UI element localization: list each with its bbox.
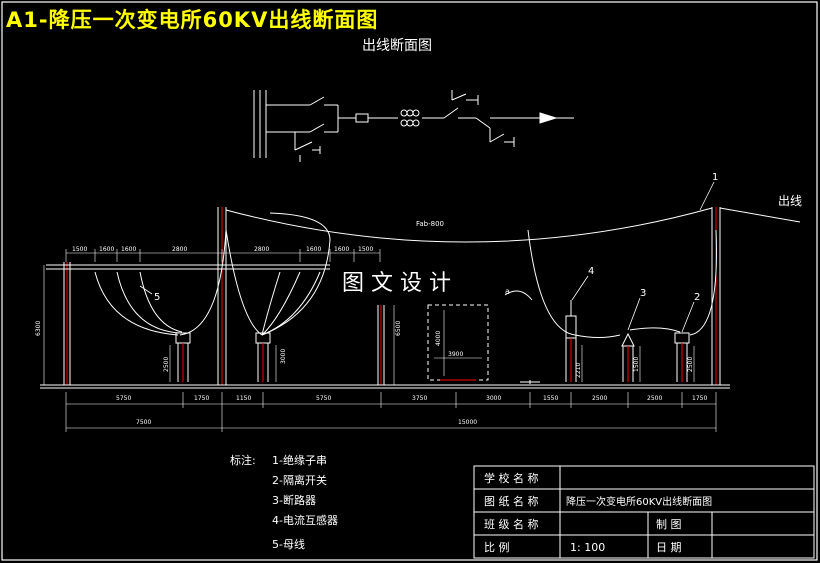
- dim-bottom-5: 3750: [412, 395, 427, 402]
- dim-bottom-8: 2500: [592, 395, 607, 402]
- dim-v-3: 4000: [435, 331, 442, 346]
- dim-top-4: 2800: [172, 246, 187, 253]
- callout-1: 1: [712, 172, 718, 183]
- dim-bottom-9: 2500: [647, 395, 662, 402]
- callout-5: 5: [154, 292, 160, 303]
- watermark-text: 图 文 设 计: [342, 271, 451, 296]
- dim-bottom-10: 1750: [692, 395, 707, 402]
- outgoing-line-label: 出线: [778, 194, 802, 208]
- dim-top-7: 1600: [334, 246, 349, 253]
- dim-v-6: 2210: [575, 363, 582, 378]
- dim-bottom-1: 5750: [116, 395, 131, 402]
- drawing-subtitle: 出线断面图: [362, 38, 432, 54]
- dim-v-4: 2500: [163, 357, 170, 372]
- dim-bottom-row2-1: 7500: [136, 419, 151, 426]
- dim-bottom-6: 3000: [486, 395, 501, 402]
- dim-top-6: 1600: [306, 246, 321, 253]
- top-dimensions: 1500 1600 1600 2800 2800 1600 1600 1500: [65, 246, 381, 262]
- dim-v-9: 3900: [448, 351, 463, 358]
- dim-v-2: 6500: [395, 321, 402, 336]
- single-line-schematic: [253, 90, 574, 162]
- note-item-5: 5-母线: [272, 537, 305, 551]
- callout-3: 3: [640, 288, 646, 299]
- dim-bottom-4: 5750: [316, 395, 331, 402]
- notes-label: 标注:: [230, 453, 256, 467]
- marker-a: a: [505, 287, 510, 296]
- title-block-text: 学 校 名 称 图 纸 名 称 降压一次变电所60KV出线断面图 班 级 名 称…: [484, 471, 712, 554]
- page-title: A1-降压一次变电所60KV出线断面图: [6, 8, 379, 32]
- dim-top-1: 1500: [72, 246, 87, 253]
- dim-top-8: 1500: [358, 246, 373, 253]
- note-item-2: 2-隔离开关: [272, 473, 327, 487]
- date-label: 日 期: [656, 541, 682, 554]
- drawing-name-value: 降压一次变电所60KV出线断面图: [566, 495, 712, 508]
- dim-bottom-2: 1750: [194, 395, 209, 402]
- callout-2: 2: [694, 292, 700, 303]
- dim-top-2: 1600: [99, 246, 114, 253]
- dim-bottom-row2-2: 15000: [458, 419, 477, 426]
- callout-4: 4: [588, 266, 594, 277]
- class-label: 班 级 名 称: [484, 517, 539, 531]
- drafter-label: 制 图: [656, 518, 682, 531]
- title-block: [473, 465, 815, 559]
- dim-top-3: 1600: [121, 246, 136, 253]
- section-view: [40, 207, 801, 389]
- dim-v-7: 1500: [633, 357, 640, 372]
- dim-top-5: 2800: [254, 246, 269, 253]
- dim-v-5: 3000: [280, 349, 287, 364]
- note-item-1: 1-绝缘子串: [272, 453, 327, 467]
- scale-label: 比 例: [484, 540, 510, 554]
- overhead-span-label: Fab-800: [416, 220, 444, 228]
- legend-notes: 标注: 1-绝缘子串 2-隔离开关 3-断路器 4-电流互感器 5-母线: [230, 453, 338, 551]
- scale-value: 1: 100: [570, 541, 605, 554]
- dim-v-8: 2500: [687, 357, 694, 372]
- dim-bottom-7: 1550: [543, 395, 558, 402]
- callouts: 1 2 3 4 5: [139, 172, 718, 333]
- dim-v-1: 6300: [35, 321, 42, 336]
- note-item-4: 4-电流互感器: [272, 513, 338, 527]
- vertical-dimensions: 6300 6500 4000 2500 3000 2210 1500 2500 …: [35, 265, 695, 385]
- drawing-name-label: 图 纸 名 称: [484, 494, 539, 508]
- school-label: 学 校 名 称: [484, 471, 539, 485]
- dim-bottom-3: 1150: [236, 395, 251, 402]
- bottom-dimensions: 5750 1750 1150 5750 3750 3000 1550 2500 …: [65, 392, 717, 432]
- note-item-3: 3-断路器: [272, 493, 316, 507]
